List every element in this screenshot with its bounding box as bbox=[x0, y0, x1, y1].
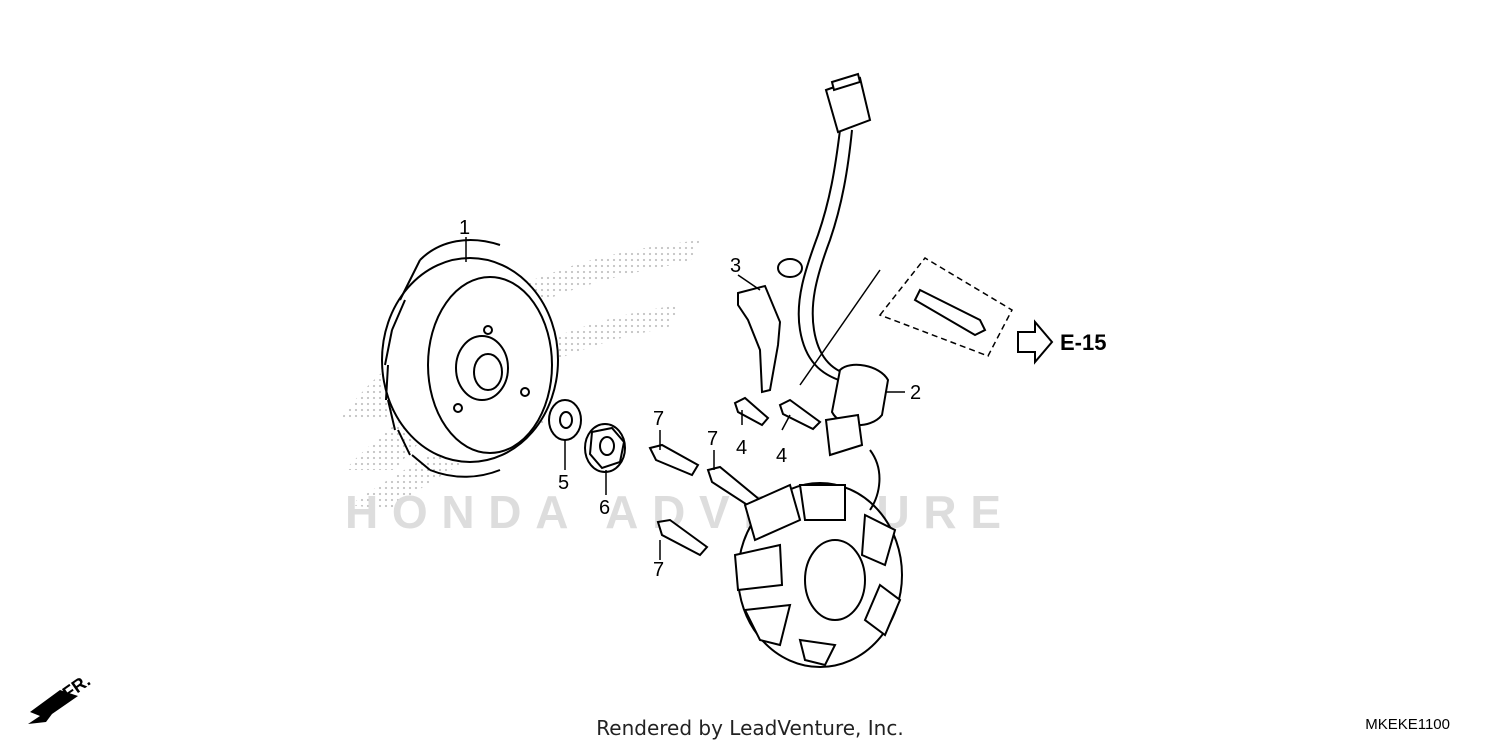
diagram-code: MKEKE1100 bbox=[1365, 716, 1450, 733]
connector bbox=[824, 72, 872, 134]
callout-4a: 4 bbox=[736, 437, 747, 459]
front-arrow-icon bbox=[28, 690, 78, 724]
reference-box bbox=[799, 257, 1013, 386]
washer bbox=[548, 399, 582, 441]
callout-3: 3 bbox=[730, 255, 741, 277]
callout-2: 2 bbox=[910, 382, 921, 404]
callout-7c: 7 bbox=[653, 559, 664, 581]
leader-lines bbox=[465, 237, 905, 560]
reference-arrow-icon bbox=[1017, 319, 1054, 365]
callout-7b: 7 bbox=[707, 428, 718, 450]
small-bolt bbox=[733, 396, 822, 431]
wire-harness bbox=[797, 129, 881, 511]
footer-credit: Rendered by LeadVenture, Inc. bbox=[596, 716, 904, 740]
stator bbox=[733, 482, 903, 668]
reference-label: E-15 bbox=[1060, 330, 1106, 355]
callout-5: 5 bbox=[558, 472, 569, 494]
callout-4b: 4 bbox=[776, 445, 787, 467]
screw bbox=[648, 443, 762, 557]
callout-7a: 7 bbox=[653, 408, 664, 430]
flange-nut bbox=[584, 423, 626, 473]
callout-6: 6 bbox=[599, 497, 610, 519]
flywheel bbox=[381, 239, 559, 478]
wire-clamp bbox=[737, 258, 803, 394]
grommet bbox=[824, 363, 890, 457]
callout-1: 1 bbox=[459, 217, 470, 239]
